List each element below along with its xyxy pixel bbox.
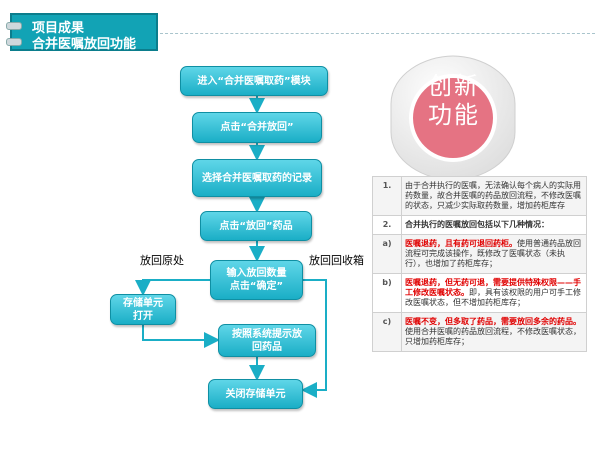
flow-step-open-storage: 存储单元 打开 [110, 294, 176, 325]
flow-step-return-per-prompt-line1: 按照系统提示放 [232, 328, 302, 340]
table-row: b) 医嘱退药，但无药可退，需要提供特殊权限——手工修改医嘱状态。即，具有该权限… [372, 273, 587, 313]
row-text: 合并执行的医嘱放回包括以下几种情况： [401, 215, 587, 235]
row-detail: 即，具有该权限的用户可手工修改医嘱状态，但不增加药柜库存； [405, 288, 581, 307]
badge-line2: 功能 [428, 101, 480, 129]
section-header: 项目成果 合并医嘱放回功能 [6, 13, 158, 52]
row-number: b) [372, 273, 402, 313]
row-detail: 使用合并医嘱的药品放回流程，不修改医嘱状态，只增加药柜库存； [405, 327, 581, 346]
flow-step-enter-module: 进入“合并医嘱取药”模块 [180, 66, 328, 96]
header-title: 项目成果 [32, 21, 85, 36]
header-subtitle: 合并医嘱放回功能 [32, 37, 137, 52]
row-text: 医嘱不变，但多取了药品，需要放回多余的药品。使用合并医嘱的药品放回流程，不修改医… [401, 312, 587, 352]
row-number: a) [372, 234, 402, 274]
table-row: 2. 合并执行的医嘱放回包括以下几种情况： [372, 215, 587, 235]
table-row: 1. 由于合并执行的医嘱，无法确认每个病人的实际用药数量，故合并医嘱的药品放回流… [372, 176, 587, 216]
flow-step-return-per-prompt: 按照系统提示放 回药品 [218, 324, 316, 357]
header-divider [160, 33, 595, 34]
flow-step-return-per-prompt-line2: 回药品 [252, 341, 282, 353]
flow-step-enter-quantity-line2: 点击“确定” [229, 281, 284, 292]
table-row: a) 医嘱退药，且有药可退回药柜。使用普通药品放回流程可完成该操作，既修改了医嘱… [372, 234, 587, 274]
flow-step-open-storage-line2: 打开 [133, 310, 153, 322]
row-number: 2. [372, 215, 402, 235]
row-text: 医嘱退药，且有药可退回药柜。使用普通药品放回流程可完成该操作，既修改了医嘱状态（… [401, 234, 587, 274]
row-text: 医嘱退药，但无药可退，需要提供特殊权限——手工修改医嘱状态。即，具有该权限的用户… [401, 273, 587, 313]
branch-label-original-place: 放回原处 [140, 254, 184, 267]
row-detail: 使用普通药品放回流程可完成该操作，既修改了医嘱状态（未执行），也增加了药柜库存； [405, 239, 581, 268]
row-highlight: 医嘱退药，且有药可退回药柜。 [405, 239, 517, 248]
row-highlight: 医嘱不变，但多取了药品，需要放回多余的药品。 [405, 317, 581, 326]
row-highlight: 医嘱退药，但无药可退，需要提供特殊权限——手工修改医嘱状态。 [405, 278, 581, 297]
notes-table: 1. 由于合并执行的医嘱，无法确认每个病人的实际用药数量，故合并医嘱的药品放回流… [372, 176, 587, 352]
row-text: 由于合并执行的医嘱，无法确认每个病人的实际用药数量，故合并医嘱的药品放回流程，不… [401, 176, 587, 216]
branch-label-recycle-bin: 放回回收箱 [309, 254, 364, 267]
row-number: 1. [372, 176, 402, 216]
binder-tab [6, 22, 22, 30]
flow-step-enter-quantity: 输入放回数量 点击“确定” [210, 260, 303, 300]
flow-step-click-return: 点击“放回”药品 [200, 211, 312, 241]
binder-tab [6, 38, 22, 46]
flow-step-open-storage-line1: 存储单元 [123, 297, 163, 309]
flow-step-select-record: 选择合并医嘱取药的记录 [192, 159, 322, 197]
flow-step-merge-return: 点击“合并放回” [192, 112, 322, 143]
flow-step-enter-quantity-line1: 输入放回数量 [226, 268, 287, 279]
row-number: c) [372, 312, 402, 352]
table-row: c) 医嘱不变，但多取了药品，需要放回多余的药品。使用合并医嘱的药品放回流程，不… [372, 312, 587, 352]
badge-line1: 创新 [428, 72, 480, 100]
innovation-badge [390, 55, 516, 181]
flow-step-close-storage: 关闭存储单元 [208, 379, 303, 409]
